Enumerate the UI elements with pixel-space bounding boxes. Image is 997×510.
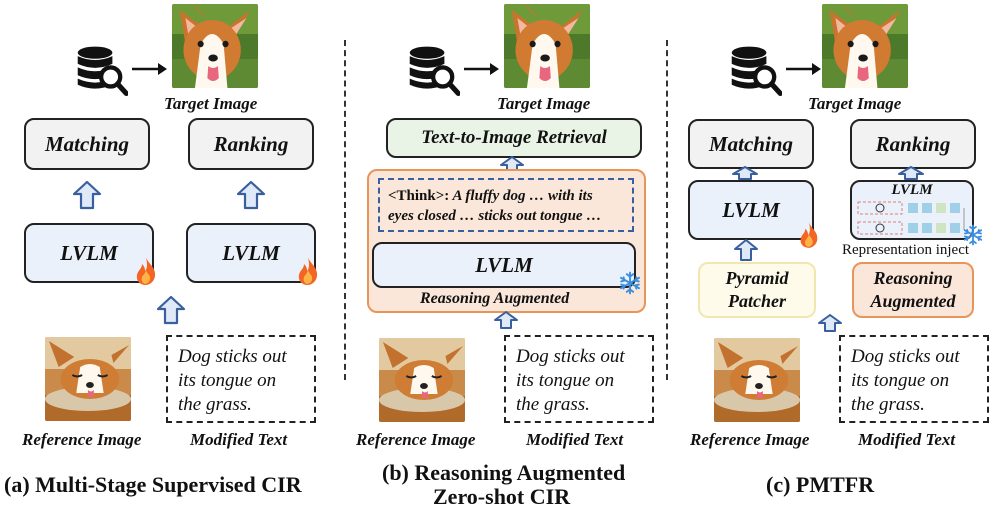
think-line-1: A fluffy dog … with its: [449, 188, 593, 204]
reasoning-augmented-label: Reasoning Augmented: [420, 290, 570, 307]
modified-text-box: Dog sticks out its tongue on the grass.: [839, 335, 989, 423]
representation-inject-label: Representation inject: [842, 242, 970, 258]
lvlm-small-label: LVLM: [891, 182, 933, 198]
arrow-right-icon: [464, 63, 499, 75]
arrow-up-icon: [72, 180, 102, 210]
representation-tokens: [857, 201, 965, 235]
modified-text-box: Dog sticks out its tongue on the grass.: [166, 335, 316, 423]
pyramid-line-2: Patcher: [728, 291, 786, 311]
think-line-2: eyes closed … sticks out tongue …: [388, 208, 602, 224]
arrow-right-icon: [132, 63, 167, 75]
database-search-icon: [730, 44, 782, 96]
matching-box: Matching: [688, 119, 814, 169]
target-image-label: Target Image: [497, 94, 591, 113]
target-image-label: Target Image: [808, 94, 902, 113]
panel-a-caption: (a) Multi-Stage Supervised CIR: [4, 472, 302, 497]
modified-text-box: Dog sticks out its tongue on the grass.: [504, 335, 654, 423]
target-image: [172, 4, 258, 88]
target-image: [504, 4, 590, 88]
target-image: [822, 4, 908, 88]
panel-c-caption: (c) PMTFR: [766, 472, 875, 497]
ranking-box: Ranking: [850, 119, 976, 169]
think-box: <Think>: A fluffy dog … with its eyes cl…: [378, 178, 634, 232]
pyramid-patcher-box: Pyramid Patcher: [698, 262, 816, 318]
modified-text-label: Modified Text: [858, 430, 956, 449]
arrow-up-icon: [236, 180, 266, 210]
reference-image-label: Reference Image: [690, 430, 810, 449]
arrow-up-icon: [734, 239, 758, 261]
lvlm-left-box: LVLM: [24, 223, 154, 283]
fire-icon: [134, 256, 158, 286]
lvlm-right-box: LVLM: [186, 223, 316, 283]
arrow-up-icon: [156, 295, 186, 325]
arrow-up-icon: [494, 311, 518, 329]
panel-b-caption-line-2: Zero-shot CIR: [433, 484, 571, 509]
ranking-box: Ranking: [188, 118, 314, 170]
divider-left: [344, 40, 346, 380]
lvlm-box: LVLM: [688, 180, 814, 240]
fire-icon: [798, 221, 820, 249]
lvlm-representation-box: LVLM: [850, 180, 974, 240]
think-tag: <Think>:: [388, 188, 450, 204]
panel-b-caption-line-1: (b) Reasoning Augmented: [382, 460, 626, 485]
reasoning-line-1: Reasoning: [873, 268, 953, 288]
arrow-up-icon: [898, 166, 924, 180]
text-to-image-retrieval-box: Text-to-Image Retrieval: [386, 118, 642, 158]
target-image-label: Target Image: [164, 94, 258, 113]
reasoning-line-2: Augmented: [870, 291, 956, 311]
arrow-right-icon: [786, 63, 821, 75]
database-search-icon: [76, 44, 128, 96]
pyramid-line-1: Pyramid: [725, 268, 789, 288]
reference-image: [714, 338, 800, 422]
arrow-up-icon: [818, 314, 842, 332]
matching-box: Matching: [24, 118, 150, 170]
snowflake-icon: [618, 271, 642, 295]
lvlm-box: LVLM: [372, 242, 636, 288]
reasoning-augmented-box: Reasoning Augmented: [852, 262, 974, 318]
modified-text-label: Modified Text: [190, 430, 288, 449]
reference-image: [379, 338, 465, 422]
divider-right: [666, 40, 668, 380]
database-search-icon: [408, 44, 460, 96]
fire-icon: [296, 256, 320, 286]
modified-text-label: Modified Text: [526, 430, 624, 449]
arrow-up-icon: [732, 166, 758, 180]
reference-image: [45, 337, 131, 421]
reference-image-label: Reference Image: [356, 430, 476, 449]
reference-image-label: Reference Image: [22, 430, 142, 449]
